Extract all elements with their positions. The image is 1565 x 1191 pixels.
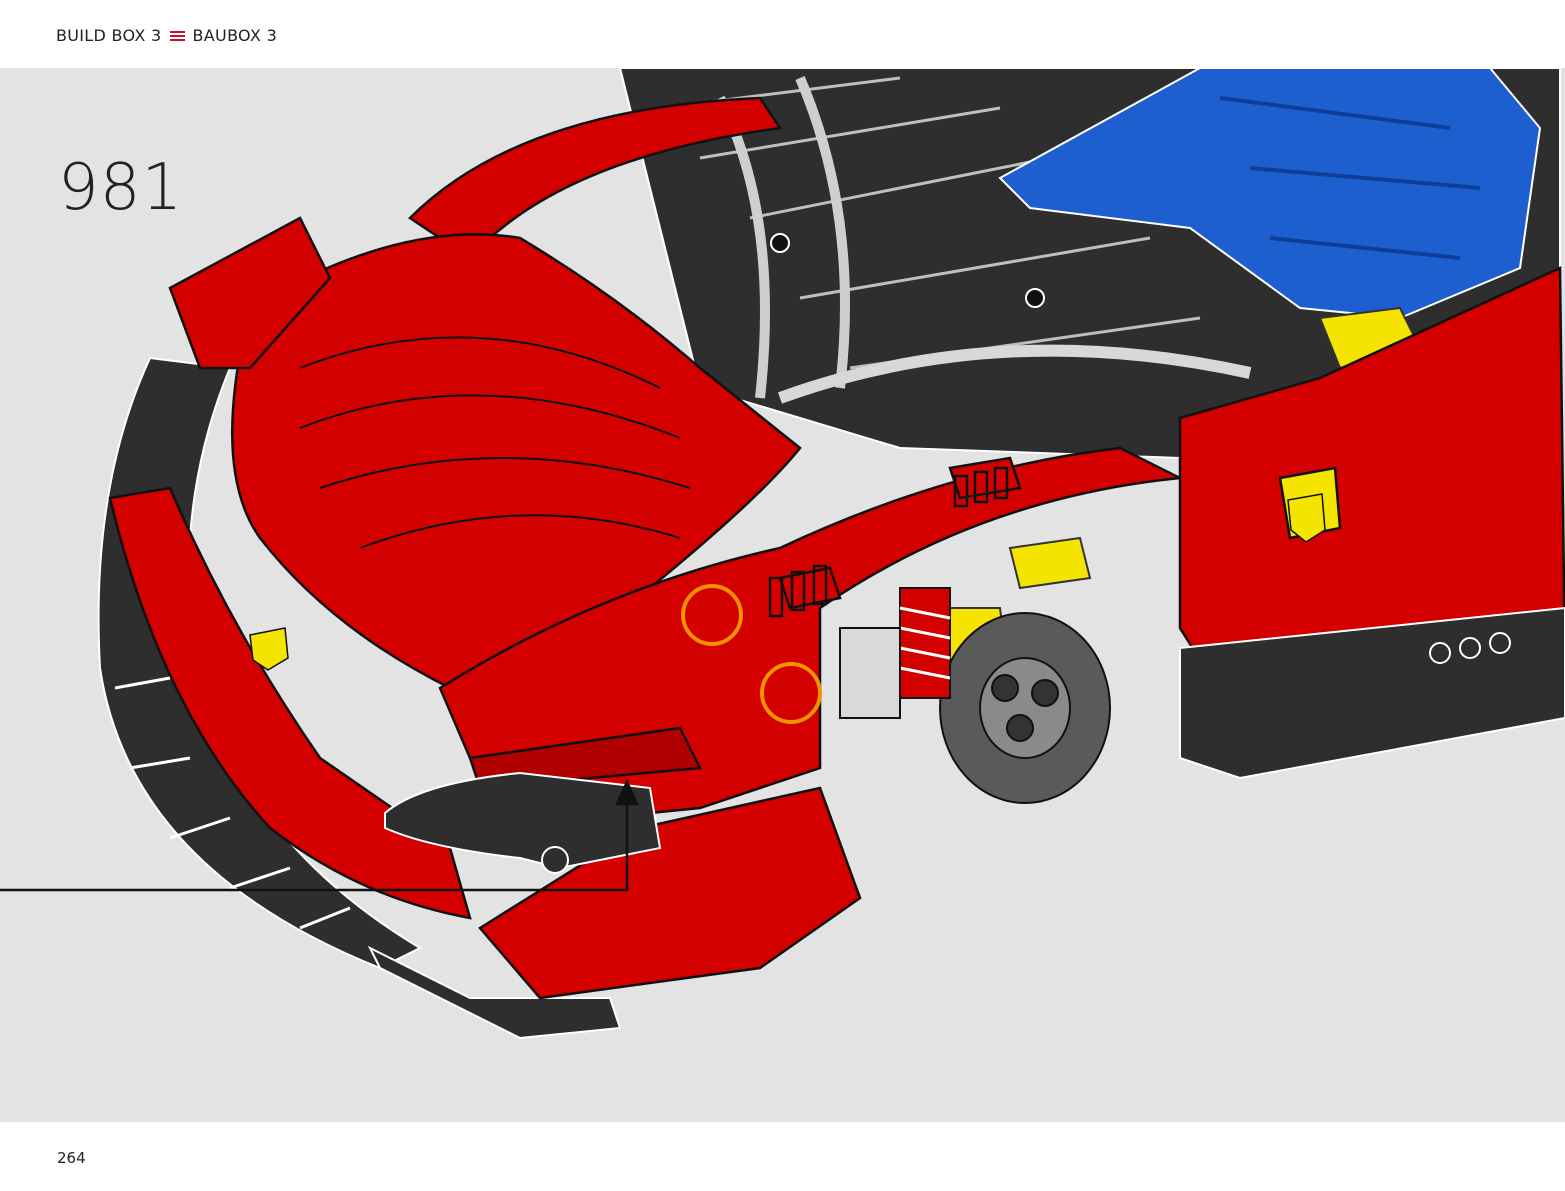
red-front-body	[108, 216, 1185, 1000]
highlight-circle-1	[681, 584, 743, 646]
model-illustration	[0, 68, 1565, 1040]
brake-disc	[939, 612, 1111, 804]
page-footer: 264	[0, 1122, 1565, 1191]
step-number: 981	[58, 151, 184, 225]
menu-lines-icon	[169, 30, 185, 42]
suspension-spring	[839, 587, 951, 719]
instruction-stage: 981	[0, 68, 1565, 1122]
headlight-frame	[384, 771, 662, 874]
build-box-english: BUILD BOX 3	[56, 26, 162, 45]
callout-arrow	[0, 778, 639, 892]
page-number: 264	[57, 1149, 86, 1167]
blue-frame-section	[998, 68, 1542, 320]
right-lower-frame	[1179, 606, 1565, 780]
highlight-circle-2	[760, 662, 822, 724]
ferrari-badge	[249, 493, 1326, 671]
build-box-label: BUILD BOX 3 BAUBOX 3	[56, 26, 277, 45]
page-header: BUILD BOX 3 BAUBOX 3	[0, 0, 1565, 68]
highlight-markers	[681, 584, 822, 724]
build-box-german: BAUBOX 3	[192, 26, 278, 45]
